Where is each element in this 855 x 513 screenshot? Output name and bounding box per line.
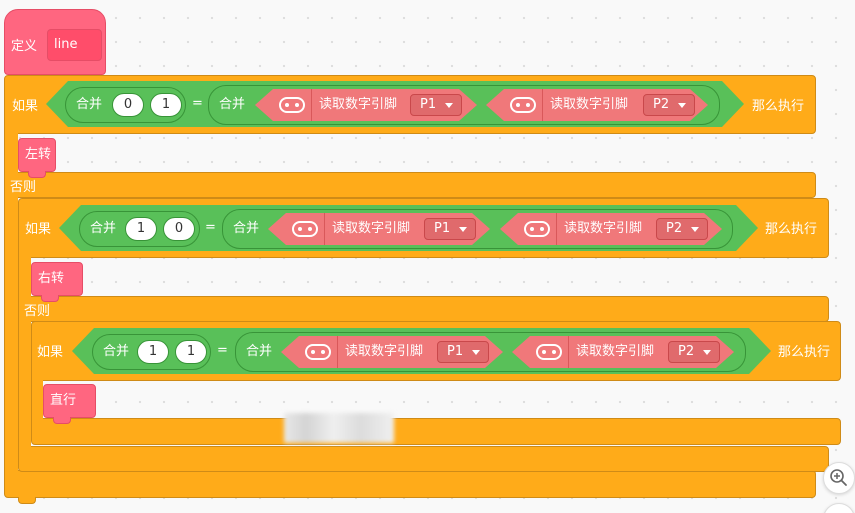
read-digital-pin-block[interactable]: 读取数字引脚 P1 — [268, 213, 490, 245]
merge-value-b[interactable]: 1 — [150, 93, 182, 117]
merge-block-left[interactable]: 合并 1 0 — [79, 211, 200, 247]
pin-dropdown[interactable]: P1 — [410, 94, 462, 116]
merge-keyword: 合并 — [76, 97, 103, 112]
merge-keyword: 合并 — [246, 344, 273, 359]
if-keyword: 如果 — [37, 345, 64, 360]
merge-value-a[interactable]: 0 — [112, 93, 144, 117]
define-block[interactable]: 定义 line — [4, 9, 106, 75]
if-else-bottom-outer — [4, 470, 816, 498]
read-digital-pin-block[interactable]: 读取数字引脚 P2 — [500, 213, 722, 245]
if-keyword: 如果 — [25, 222, 52, 237]
read-digital-pin-label: 读取数字引脚 — [345, 344, 424, 359]
equals-operator: = — [205, 220, 216, 235]
dropdown-arrow-icon — [678, 103, 686, 108]
read-digital-pin-label: 读取数字引脚 — [564, 221, 643, 236]
dropdown-arrow-icon — [472, 350, 480, 355]
read-digital-pin-label: 读取数字引脚 — [332, 221, 411, 236]
turn-right-call-block[interactable]: 右转 — [31, 262, 83, 296]
pin-dropdown[interactable]: P1 — [424, 218, 476, 240]
robot-eyes-icon — [299, 336, 338, 368]
define-keyword: 定义 — [11, 39, 38, 54]
read-digital-pin-block[interactable]: 读取数字引脚 P2 — [512, 336, 734, 368]
merge-value-a[interactable]: 1 — [137, 340, 169, 364]
read-digital-pin-label: 读取数字引脚 — [550, 97, 629, 112]
blurred-watermark — [284, 413, 394, 443]
pin-dropdown[interactable]: P1 — [437, 341, 489, 363]
merge-value-b[interactable]: 1 — [175, 340, 207, 364]
equals-operator: = — [217, 343, 228, 358]
pin-dropdown[interactable]: P2 — [643, 94, 695, 116]
read-digital-pin-block[interactable]: 读取数字引脚 P1 — [255, 89, 477, 121]
then-keyword: 那么执行 — [752, 99, 805, 114]
merge-value-b[interactable]: 0 — [163, 217, 195, 241]
merge-keyword: 合并 — [90, 221, 117, 236]
read-digital-pin-block[interactable]: 读取数字引脚 P2 — [486, 89, 708, 121]
robot-eyes-icon — [273, 89, 312, 121]
dropdown-arrow-icon — [703, 350, 711, 355]
if-else-arm-outer — [4, 128, 18, 494]
merge-block-left[interactable]: 合并 1 1 — [92, 334, 211, 370]
merge-keyword: 合并 — [233, 221, 260, 236]
robot-eyes-icon — [530, 336, 569, 368]
zoom-out-button[interactable] — [823, 503, 855, 513]
dropdown-arrow-icon — [445, 103, 453, 108]
robot-eyes-icon — [504, 89, 543, 121]
else-header-outer — [4, 172, 816, 198]
define-name-field[interactable]: line — [47, 29, 102, 61]
merge-keyword: 合并 — [219, 97, 246, 112]
if-else-arm-mid — [18, 252, 31, 468]
zoom-in-button[interactable] — [823, 462, 855, 494]
go-straight-call-block[interactable]: 直行 — [43, 384, 96, 418]
turn-left-call-block[interactable]: 左转 — [18, 138, 56, 172]
if-arm-inner — [31, 376, 43, 422]
merge-keyword: 合并 — [103, 344, 130, 359]
pin-dropdown[interactable]: P2 — [656, 218, 708, 240]
read-digital-pin-label: 读取数字引脚 — [319, 97, 398, 112]
zoom-in-icon — [830, 469, 847, 486]
merge-block-left[interactable]: 合并 0 1 — [65, 87, 186, 123]
if-bottom-inner — [31, 418, 841, 445]
read-digital-pin-label: 读取数字引脚 — [576, 344, 655, 359]
robot-eyes-icon — [286, 213, 325, 245]
equals-operator: = — [192, 96, 203, 111]
else-header-mid — [18, 296, 829, 322]
read-digital-pin-block[interactable]: 读取数字引脚 P1 — [281, 336, 503, 368]
merge-value-a[interactable]: 1 — [125, 217, 157, 241]
pin-dropdown[interactable]: P2 — [668, 341, 720, 363]
else-keyword: 否则 — [10, 180, 37, 195]
then-keyword: 那么执行 — [778, 345, 831, 360]
dropdown-arrow-icon — [459, 227, 467, 232]
if-keyword: 如果 — [12, 99, 39, 114]
dropdown-arrow-icon — [691, 227, 699, 232]
else-keyword: 否则 — [24, 304, 51, 319]
robot-eyes-icon — [518, 213, 557, 245]
then-keyword: 那么执行 — [765, 222, 818, 237]
if-else-bottom-mid — [18, 446, 829, 472]
